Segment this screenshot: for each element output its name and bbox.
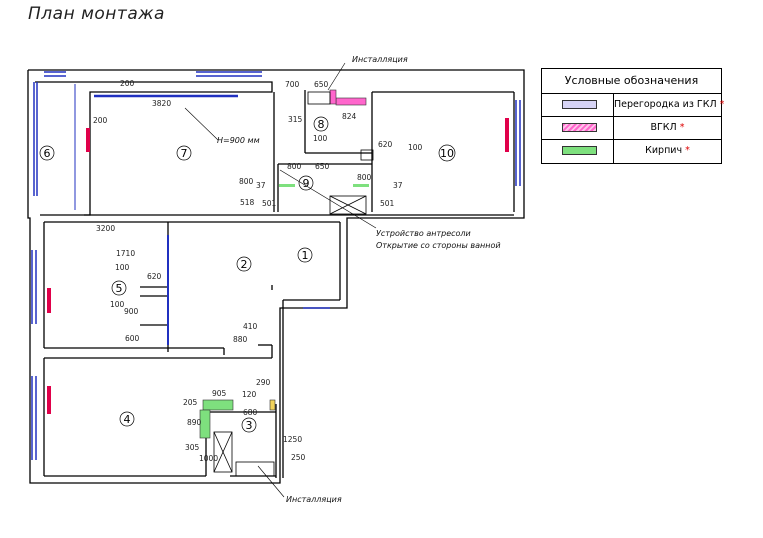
room-2: 2 <box>236 256 252 272</box>
dim-100b: 100 <box>408 143 423 152</box>
note-installation-bottom: Инсталляция <box>286 495 342 504</box>
room-7-number: 7 <box>181 147 188 160</box>
room-5: 5 <box>111 280 127 296</box>
dim-900: 900 <box>124 307 139 316</box>
dim-100c: 100 <box>115 263 130 272</box>
dim-100a: 100 <box>313 134 328 143</box>
page-title: План монтажа <box>28 4 165 24</box>
dim-120: 120 <box>242 390 257 399</box>
dim-1250: 1250 <box>283 435 302 444</box>
dim-800b: 800 <box>239 177 254 186</box>
note-installation-top: Инсталляция <box>352 55 408 64</box>
legend-mark-brick: * <box>685 145 690 156</box>
dim-880: 880 <box>233 335 248 344</box>
dim-200a: 200 <box>120 79 135 88</box>
dim-650b: 650 <box>315 162 330 171</box>
dim-650a: 650 <box>314 80 329 89</box>
windows <box>31 71 521 460</box>
dim-305: 305 <box>185 443 200 452</box>
dim-100d: 100 <box>110 300 125 309</box>
dim-250: 250 <box>291 453 306 462</box>
dim-800a: 800 <box>287 162 302 171</box>
room-3: 3 <box>241 417 257 433</box>
legend-swatch-gkl <box>562 100 597 109</box>
legend-label-brick: Кирпич <box>645 145 683 156</box>
legend-label-vgkl: ВГКЛ <box>650 122 677 133</box>
dim-800c: 800 <box>357 173 372 182</box>
dim-620a: 620 <box>378 140 393 149</box>
leader-lines <box>184 62 377 498</box>
note-mezzanine-1: Устройство антресоли <box>376 229 471 238</box>
dim-890: 890 <box>187 418 202 427</box>
partitions <box>199 89 369 439</box>
room-2-number: 2 <box>241 258 248 271</box>
dim-1000: 1000 <box>199 454 218 463</box>
room-9: 9 <box>298 175 314 191</box>
dim-37a: 37 <box>256 181 266 190</box>
dim-501b: 501 <box>380 199 395 208</box>
room-4: 4 <box>119 411 135 427</box>
dim-824: 824 <box>342 112 357 121</box>
room-3-number: 3 <box>246 419 253 432</box>
dim-205: 205 <box>183 398 198 407</box>
dim-315: 315 <box>288 115 303 124</box>
legend-mark-gkl: * <box>719 99 725 110</box>
dim-3200: 3200 <box>96 224 115 233</box>
room-6: 6 <box>39 145 55 161</box>
room-8-number: 8 <box>318 118 325 131</box>
dim-290: 290 <box>256 378 271 387</box>
room-6-number: 6 <box>44 147 51 160</box>
radiators <box>47 118 509 414</box>
dim-501a: 501 <box>262 199 277 208</box>
dim-37b: 37 <box>393 181 403 190</box>
legend: Условные обозначения Перегородка из ГКЛ … <box>541 68 724 164</box>
dim-905: 905 <box>212 389 227 398</box>
dim-620b: 620 <box>147 272 162 281</box>
legend-row-vgkl: ВГКЛ * <box>542 117 721 140</box>
room-10: 10 <box>438 144 456 162</box>
dim-3820: 3820 <box>152 99 171 108</box>
room-8: 8 <box>313 116 329 132</box>
room-labels: 1 2 3 4 5 6 7 8 9 10 <box>39 116 456 433</box>
room-9-number: 9 <box>303 177 310 190</box>
room-5-number: 5 <box>116 282 123 295</box>
legend-swatch-brick <box>562 146 597 155</box>
dimensions: 200 3820 200 700 650 315 824 100 620 100… <box>93 79 423 463</box>
room-1: 1 <box>297 247 313 263</box>
legend-swatch-vgkl <box>562 123 597 132</box>
legend-row-gkl: Перегородка из ГКЛ * <box>542 94 724 117</box>
room-1-number: 1 <box>302 249 309 262</box>
legend-row-brick: Кирпич * <box>542 140 721 162</box>
note-height: H=900 мм <box>217 136 260 145</box>
dim-200b: 200 <box>93 116 108 125</box>
room-7: 7 <box>176 145 192 161</box>
room-4-number: 4 <box>124 413 131 426</box>
dim-410: 410 <box>243 322 258 331</box>
dim-518: 518 <box>240 198 255 207</box>
dim-680: 680 <box>243 408 258 417</box>
outer-walls <box>27 69 525 484</box>
annotations: Инсталляция Инсталляция Устройство антре… <box>217 55 501 504</box>
shafts <box>213 91 374 477</box>
dim-700: 700 <box>285 80 300 89</box>
legend-heading: Условные обозначения <box>542 69 721 94</box>
legend-mark-vgkl: * <box>679 122 685 133</box>
dim-600: 600 <box>125 334 140 343</box>
dim-1710: 1710 <box>116 249 135 258</box>
room-10-number: 10 <box>440 147 454 160</box>
note-mezzanine-2: Открытие со стороны ванной <box>376 241 501 250</box>
legend-label-gkl: Перегородка из ГКЛ <box>614 99 717 110</box>
